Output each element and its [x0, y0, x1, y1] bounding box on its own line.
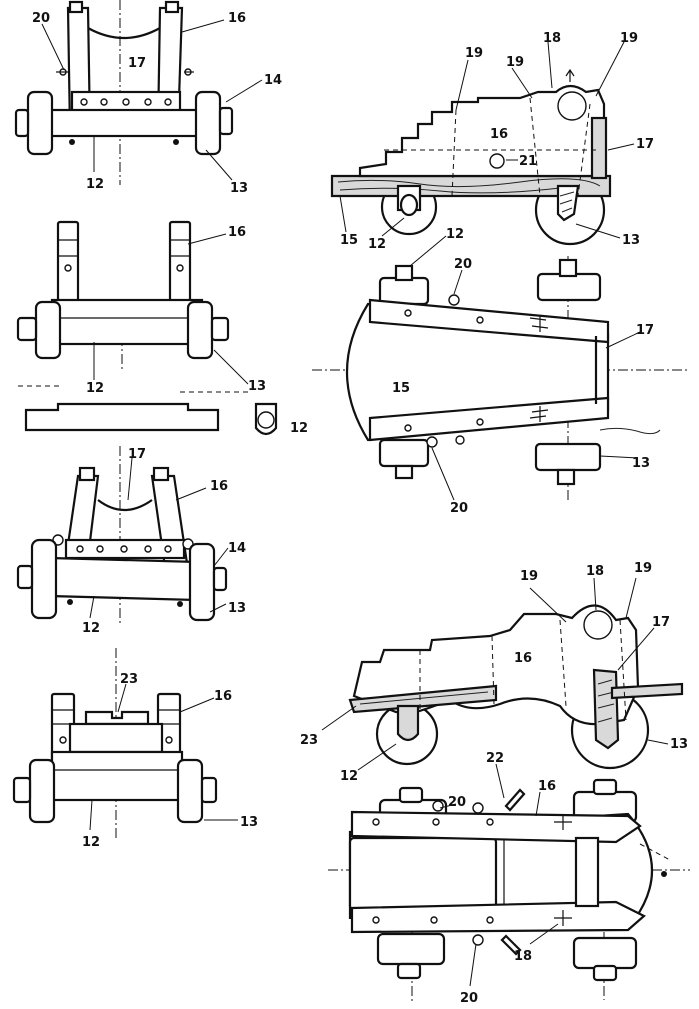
- rear-hub-bottom: [572, 936, 638, 970]
- label-17: 17: [128, 56, 146, 71]
- label-20: 20: [460, 991, 478, 1006]
- wheel-left: [34, 300, 62, 360]
- label-13: 13: [228, 601, 246, 616]
- label-12: 12: [290, 421, 308, 436]
- quoin-plan: [348, 836, 498, 912]
- label-20: 20: [32, 11, 50, 26]
- label-23: 23: [120, 672, 138, 687]
- label-17: 17: [652, 615, 670, 630]
- label-20: 20: [450, 501, 468, 516]
- label-14: 14: [264, 73, 282, 88]
- label-20: 20: [454, 257, 472, 272]
- side-view-top: 19 18 19 19 16 17 21 15 12 13: [330, 31, 654, 252]
- axle: [50, 298, 204, 346]
- label-23: 23: [300, 733, 318, 748]
- label-13: 13: [248, 379, 266, 394]
- label-16: 16: [538, 779, 556, 794]
- label-21: 21: [519, 154, 537, 169]
- label-19: 19: [506, 55, 524, 70]
- label-13: 13: [670, 737, 688, 752]
- axle: [50, 750, 184, 802]
- wheel-left: [28, 758, 56, 824]
- label-13: 13: [622, 233, 640, 248]
- axle: [48, 556, 200, 602]
- label-15: 15: [340, 233, 358, 248]
- front-hub-bottom: [376, 932, 446, 966]
- rail-top: [368, 298, 610, 344]
- label-18: 18: [586, 564, 604, 579]
- wheel-right: [186, 300, 214, 360]
- label-17: 17: [636, 323, 654, 338]
- handspike-ring: [504, 788, 526, 812]
- label-16: 16: [514, 651, 532, 666]
- wheel-left: [30, 538, 58, 620]
- rail-top: [350, 810, 642, 844]
- label-16: 16: [228, 11, 246, 26]
- wheel-right: [188, 542, 216, 622]
- label-12: 12: [82, 621, 100, 636]
- label-12: 12: [86, 381, 104, 396]
- label-16: 16: [210, 479, 228, 494]
- rear-hub-top: [536, 272, 602, 302]
- label-13: 13: [240, 815, 258, 830]
- stepped-cheek: [358, 84, 606, 178]
- label-18: 18: [514, 949, 532, 964]
- base-plank-profile: [24, 402, 220, 432]
- rear-hub-bottom: [534, 442, 602, 472]
- label-13: 13: [230, 181, 248, 196]
- cheek-right: [150, 474, 190, 576]
- eyebolt: [432, 800, 444, 812]
- wheel-right: [176, 758, 204, 824]
- label-19: 19: [520, 569, 538, 584]
- rail-bottom: [350, 900, 646, 934]
- rail-bottom: [368, 396, 610, 442]
- label-19: 19: [634, 561, 652, 576]
- rear-block: [590, 116, 608, 180]
- label-12: 12: [368, 237, 386, 252]
- quoin-block: [84, 710, 150, 726]
- axle-bed: [68, 722, 164, 754]
- label-17: 17: [636, 137, 654, 152]
- axle: [46, 108, 204, 138]
- label-12: 12: [446, 227, 464, 242]
- side-view-bottom: 18 19 19 16 17 23 12 13: [300, 561, 688, 784]
- plan-view-bottom: 20 22 16 18 20: [328, 751, 690, 1006]
- trunnion: [583, 610, 613, 640]
- eyebolt: [472, 802, 484, 814]
- wheel-left: [26, 90, 54, 156]
- label-12: 12: [340, 769, 358, 784]
- label-16: 16: [490, 127, 508, 142]
- label-19: 19: [465, 46, 483, 61]
- front-hub-top: [378, 276, 430, 306]
- label-17: 17: [128, 447, 146, 462]
- wheel-right: [194, 90, 222, 156]
- label-12: 12: [82, 835, 100, 850]
- label-16: 16: [214, 689, 232, 704]
- label-20: 20: [448, 795, 466, 810]
- trunnion: [557, 91, 587, 121]
- label-19: 19: [620, 31, 638, 46]
- label-12: 12: [86, 177, 104, 192]
- front-view-third: 17 16 14 12 13: [16, 446, 246, 636]
- label-22: 22: [486, 751, 504, 766]
- label-15: 15: [392, 381, 410, 396]
- front-view-second: 16 12 13 12: [16, 220, 308, 436]
- front-hub-bottom: [378, 438, 430, 468]
- plan-view-top: 12 20 17 15 13 20: [312, 227, 690, 516]
- label-14: 14: [228, 541, 246, 556]
- label-13: 13: [632, 456, 650, 471]
- front-view-top: 20 16 17 14 12 13: [14, 0, 282, 196]
- label-16: 16: [228, 225, 246, 240]
- front-view-fourth: 23 16 12 13: [12, 648, 258, 850]
- label-18: 18: [543, 31, 561, 46]
